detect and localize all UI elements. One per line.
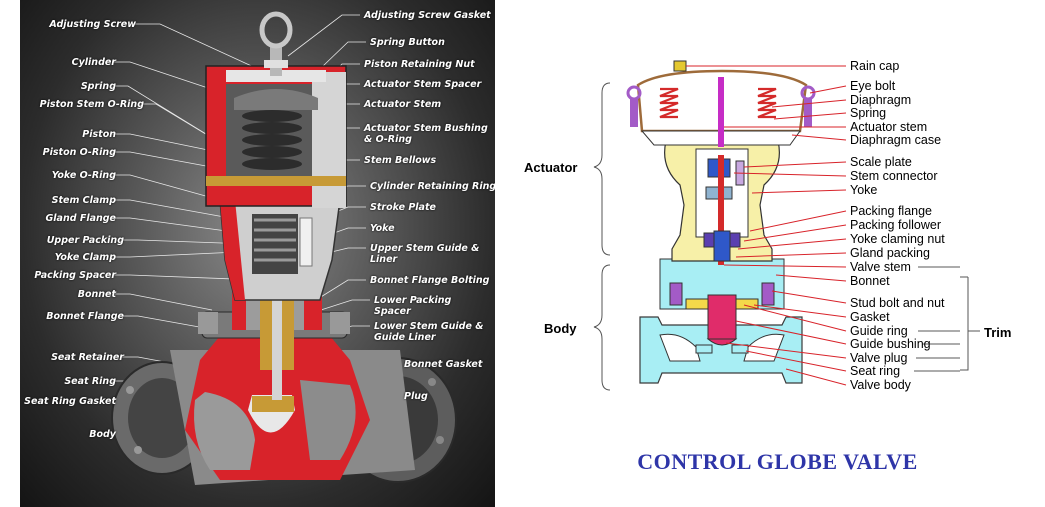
cutaway-label-right: Actuator Stem Bushing & O-Ring (364, 123, 488, 145)
cutaway-adjusting-screw (259, 11, 293, 76)
cutaway-label-right: Yoke (370, 223, 395, 234)
cutaway-label-right: Plug (404, 391, 428, 402)
cutaway-label-left: Adjusting Screw (49, 19, 136, 30)
part-label: Stud bolt and nut (850, 296, 945, 310)
schematic-diagram: Actuator Body Trim Rain cap Eye bolt Dia… (510, 55, 1030, 400)
cutaway-label-left: Packing Spacer (34, 270, 116, 281)
cutaway-label-right: Cylinder Retaining Ring (370, 181, 495, 192)
part-label: Guide bushing (850, 337, 931, 351)
cutaway-label-right: Upper Stem Guide & Liner (370, 243, 480, 265)
part-label: Actuator stem (850, 120, 928, 134)
cutaway-label-left: Seat Ring Gasket (24, 396, 116, 407)
cutaway-label-left: Spring (80, 81, 116, 92)
part-label: Diaphragm case (850, 133, 942, 147)
cutaway-label-left: Gland Flange (45, 213, 117, 224)
cutaway-label-left: Cylinder (71, 57, 116, 68)
trim-leader-lines (914, 266, 960, 372)
part-label: Valve body (850, 378, 911, 392)
cutaway-label-right: Bonnet Flange Bolting (370, 275, 490, 286)
cutaway-valve-body (111, 330, 457, 485)
schematic-diaphragm-case (626, 60, 816, 147)
cutaway-label-left: Yoke O-Ring (51, 170, 116, 181)
group-label-body: Body (544, 321, 577, 336)
cutaway-cylinder (205, 65, 347, 208)
cutaway-label-right: Actuator Stem Spacer (364, 79, 482, 90)
cutaway-label-right: Lower Stem Guide & Guide Liner (374, 321, 484, 343)
cutaway-illustration: Adjusting Screw Cylinder Spring Piston S… (20, 0, 495, 507)
cutaway-label-left: Upper Packing (46, 235, 124, 246)
cutaway-label-right: Adjusting Screw Gasket (364, 10, 491, 21)
part-label: Eye bolt (850, 79, 896, 93)
group-braces (593, 82, 980, 391)
part-label: Gasket (850, 310, 890, 324)
group-label-actuator: Actuator (524, 160, 578, 175)
part-label: Spring (850, 106, 887, 120)
schematic-drawing (593, 60, 980, 391)
cutaway-label-left: Stem Clamp (51, 195, 116, 206)
group-label-trim: Trim (984, 325, 1012, 340)
cutaway-label-left: Piston O-Ring (42, 147, 116, 158)
part-label: Yoke (850, 183, 878, 197)
cutaway-label-right: Stem Bellows (364, 155, 437, 166)
cutaway-yoke (219, 199, 341, 301)
part-label: Guide ring (850, 324, 908, 338)
part-label: Packing flange (850, 204, 933, 218)
part-label: Valve plug (850, 351, 908, 365)
cutaway-label-left: Bonnet Flange (46, 311, 124, 322)
cutaway-label-right: Spring Button (370, 37, 445, 48)
cutaway-label-right: Actuator Stem (364, 99, 442, 110)
part-label: Rain cap (850, 59, 900, 73)
schematic-valve-body (639, 258, 803, 384)
cutaway-label-left: Piston Stem O-Ring (39, 99, 144, 110)
part-label: Seat ring (850, 364, 901, 378)
cutaway-label-right: Stroke Plate (370, 202, 436, 213)
part-label: Bonnet (850, 274, 890, 288)
part-label: Scale plate (850, 155, 912, 169)
part-label: Stem connector (850, 169, 938, 183)
cutaway-label-right: Bonnet Gasket (404, 359, 483, 370)
part-label: Packing follower (850, 218, 942, 232)
cutaway-label-left: Seat Ring (64, 376, 116, 387)
cutaway-label-left: Seat Retainer (51, 352, 124, 363)
cutaway-drawing (111, 11, 457, 485)
part-label: Yoke claming nut (850, 232, 945, 246)
cutaway-label-left: Bonnet (77, 289, 116, 300)
cutaway-label-left: Piston (82, 129, 116, 140)
cutaway-label-right: Lower Packing Spacer (374, 295, 452, 317)
page-title: CONTROL GLOBE VALVE (637, 449, 918, 474)
schematic-leader-lines (686, 65, 847, 386)
part-label: Gland packing (850, 246, 930, 260)
cutaway-label-left: Body (89, 429, 116, 440)
cutaway-label-left: Yoke Clamp (54, 252, 116, 263)
cutaway-label-right: Piston Retaining Nut (364, 59, 475, 70)
part-label: Valve stem (850, 260, 911, 274)
part-label: Diaphragm (850, 93, 912, 107)
